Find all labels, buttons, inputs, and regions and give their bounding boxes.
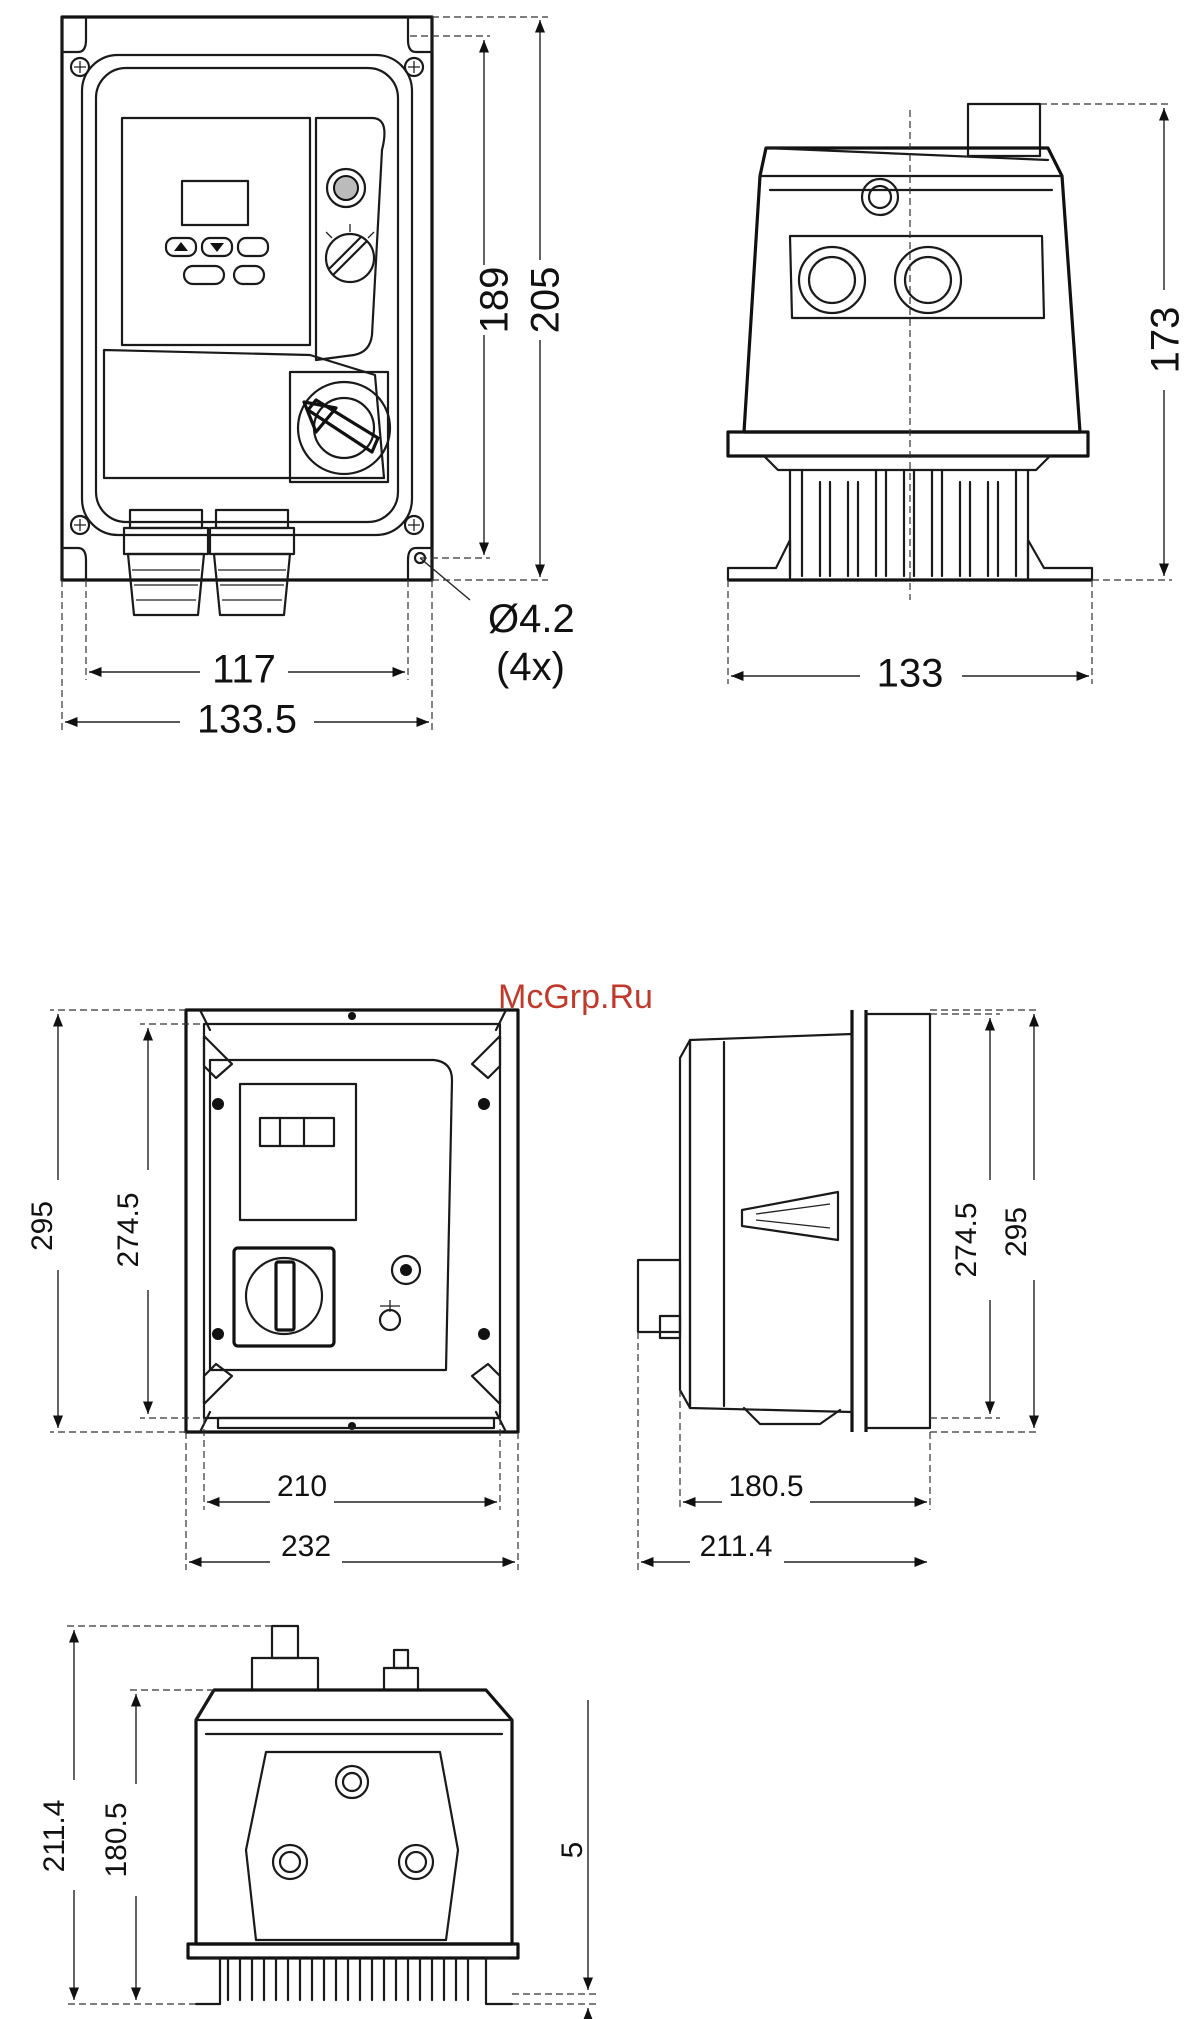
side-view-large-enclosure: 274.5 295 180.5 211.4 (638, 1010, 1040, 1570)
dim-173-label: 173 (1144, 307, 1188, 374)
hole-count-label: (4x) (496, 645, 565, 689)
side-view-small-enclosure: 173 133 (728, 104, 1188, 696)
dim-133-label: 133 (877, 652, 944, 696)
dim-210-label: 210 (277, 1470, 327, 1503)
dim-211-4-end-label: 211.4 (38, 1800, 71, 1873)
indicator-lamp-icon (327, 169, 365, 207)
dim-295-side-label: 295 (1000, 1207, 1033, 1257)
main-switch-knob-icon (246, 1258, 322, 1334)
dim-274-5-side-label: 274.5 (950, 1202, 983, 1277)
dim-180-5-side-label: 180.5 (728, 1470, 803, 1503)
cable-entry-hole-icon (273, 1766, 433, 1879)
dim-295-label: 295 (26, 1201, 59, 1251)
dim-274-5-label: 274.5 (112, 1192, 145, 1267)
cable-entry-hole-icon (799, 247, 961, 313)
main-switch-knob-icon (298, 382, 390, 474)
cable-gland-left (124, 510, 208, 615)
potentiometer-knob-icon (326, 224, 374, 282)
front-view-small-enclosure: 189 205 Ø4.2 (4x) 117 133.5 (62, 17, 575, 742)
hole-diameter-label: Ø4.2 (488, 597, 575, 641)
dim-232-label: 232 (281, 1530, 331, 1563)
front-view-large-enclosure: 295 274.5 210 232 (26, 1010, 518, 1570)
heatsink-fins (790, 470, 1028, 576)
dim-180-5-end-label: 180.5 (100, 1802, 133, 1877)
dim-189-label: 189 (473, 267, 517, 334)
dim-117-label: 117 (212, 648, 276, 692)
cable-gland-right (210, 510, 294, 615)
heatsink-fins (228, 1958, 468, 2000)
dim-133-5-label: 133.5 (197, 698, 297, 742)
dim-205-label: 205 (524, 267, 568, 334)
watermark-text: McGrp.Ru (498, 978, 653, 1016)
screw-icon (71, 58, 423, 534)
indicator-lamp-icon (862, 179, 898, 215)
end-view-large-enclosure: 211.4 180.5 5 (38, 1626, 600, 2019)
potentiometer-knob-icon (380, 1256, 420, 1330)
dim-5-label: 5 (556, 1842, 589, 1859)
dim-211-4-side-label: 211.4 (700, 1530, 773, 1563)
keypad-buttons (166, 238, 268, 284)
